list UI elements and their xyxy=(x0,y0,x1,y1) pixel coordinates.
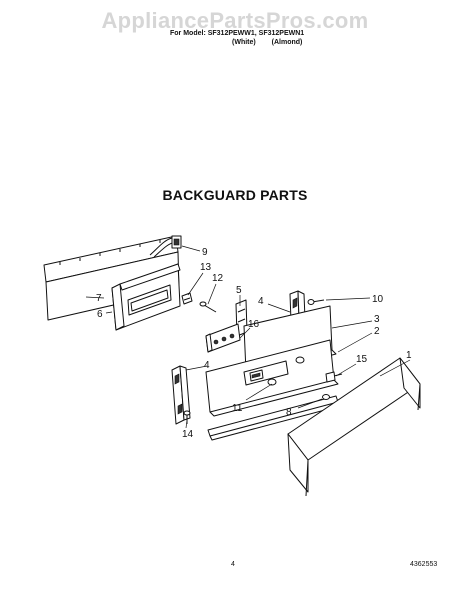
callout-10: 10 xyxy=(372,294,384,305)
document-number: 4362553 xyxy=(410,561,438,568)
part-15-clip xyxy=(325,371,343,383)
callout-7: 7 xyxy=(96,293,102,304)
callout-5: 5 xyxy=(236,285,242,296)
callout-6: 6 xyxy=(97,309,103,320)
part-6-control-housing xyxy=(111,263,181,331)
part-1-backguard-cover xyxy=(287,357,421,497)
callout-16: 16 xyxy=(248,319,260,330)
callout-3: 3 xyxy=(374,314,380,325)
callout-15: 15 xyxy=(356,354,368,365)
part-10-screw xyxy=(307,299,325,305)
callout-2: 2 xyxy=(374,326,380,337)
callouts: 9 13 12 5 4 10 7 6 16 3 2 4 15 1 11 8 14 xyxy=(96,247,412,440)
watermark: AppliancePartsPros.com xyxy=(101,8,369,33)
part-7-rear-panel xyxy=(43,235,180,321)
callout-11: 11 xyxy=(232,403,243,414)
callout-12: 12 xyxy=(212,273,224,284)
part-9-wire-harness xyxy=(149,235,182,258)
part-2-control-panel xyxy=(205,339,339,417)
page-number: 4 xyxy=(231,561,235,568)
callout-4-lower: 4 xyxy=(204,360,210,371)
leader-lines xyxy=(85,245,411,429)
callout-13: 13 xyxy=(200,262,212,273)
callout-1: 1 xyxy=(406,350,412,361)
part-12-screw xyxy=(199,301,217,313)
callout-4-upper: 4 xyxy=(258,296,264,307)
model-colors: (White) (Almond) xyxy=(232,39,316,46)
callout-9: 9 xyxy=(202,247,208,258)
color-almond: (Almond) xyxy=(271,39,303,46)
diagram-title: BACKGUARD PARTS xyxy=(162,187,308,203)
callout-8: 8 xyxy=(286,407,292,418)
part-14-screw xyxy=(183,410,191,424)
part-16-timer-module xyxy=(205,323,241,353)
callout-14: 14 xyxy=(182,429,194,440)
part-4-end-cap-left xyxy=(171,365,191,425)
model-info: For Model: SF312PEWW1, SF312PEWN1 xyxy=(170,30,305,37)
part-13-clip xyxy=(181,292,193,305)
color-white: (White) xyxy=(232,39,256,46)
part-8-screw xyxy=(322,394,330,400)
